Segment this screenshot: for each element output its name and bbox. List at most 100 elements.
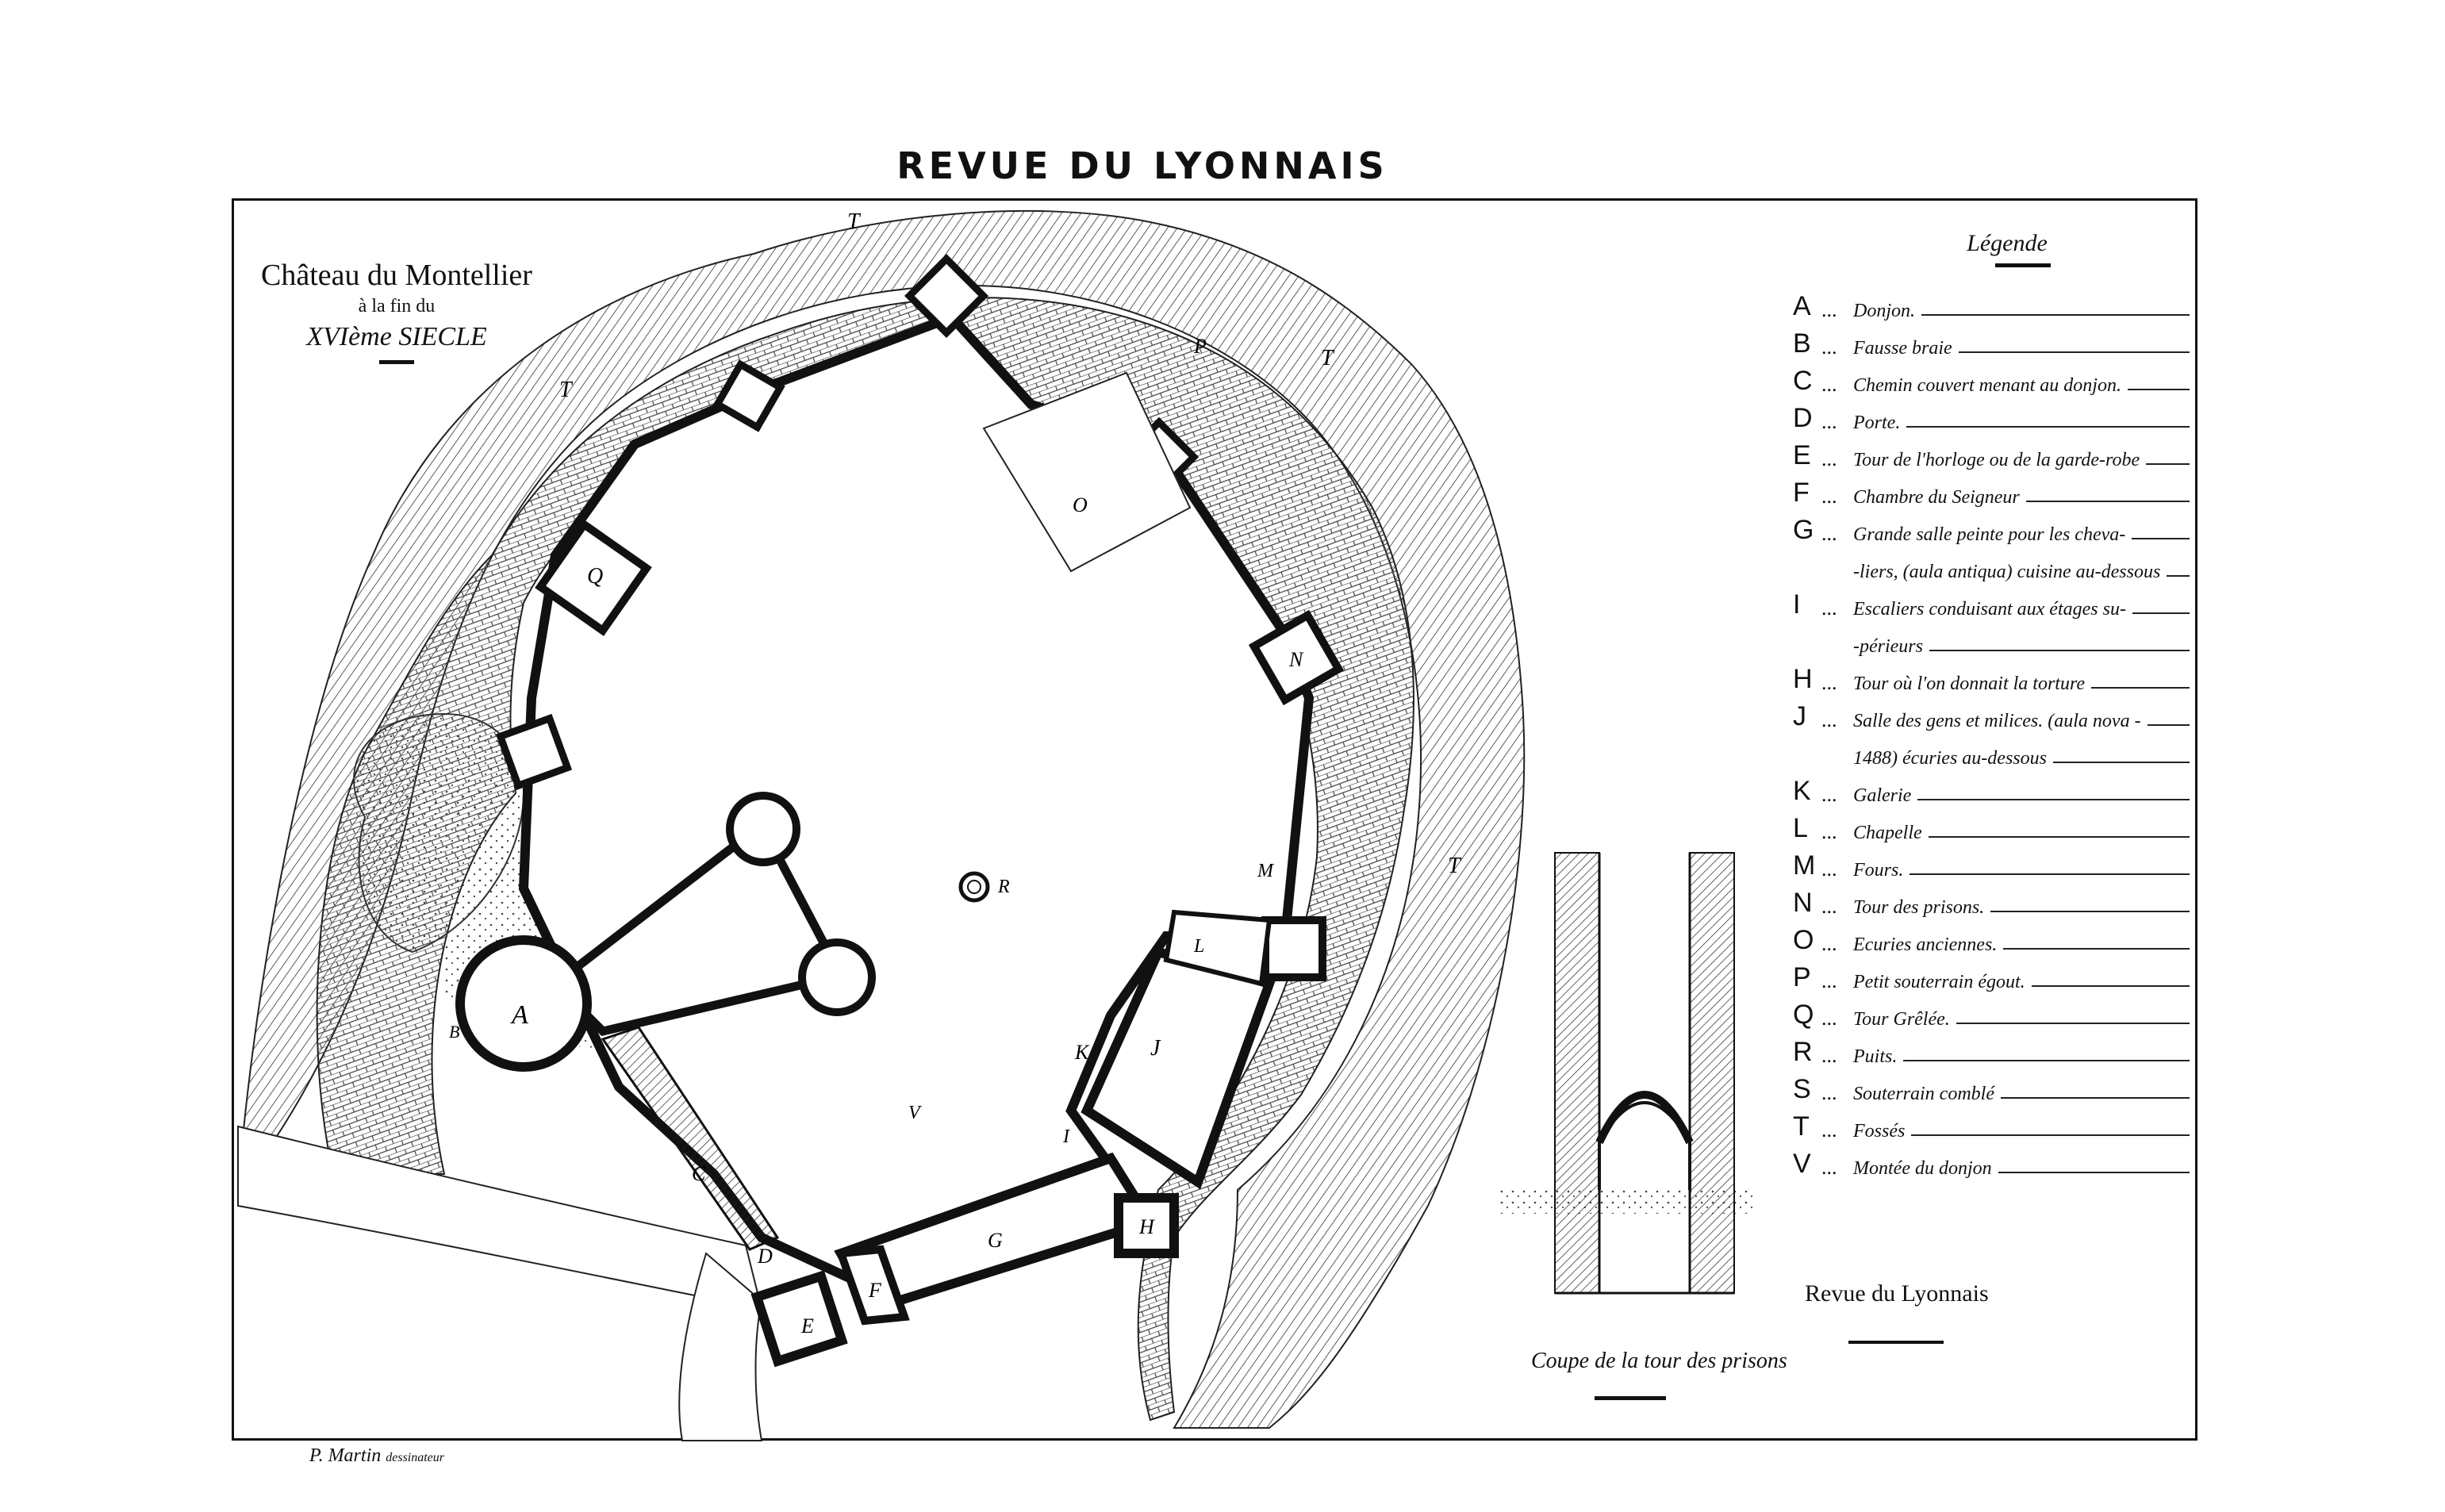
- legend-leader-dots: ...: [1821, 373, 1837, 396]
- legend-leader-dots: ...: [1821, 298, 1837, 321]
- legend-text: Donjon.: [1853, 301, 1915, 321]
- legend-rule: [1929, 650, 2190, 651]
- legend-item: B...Fausse braie: [1793, 322, 2190, 359]
- legend-key: K: [1793, 776, 1811, 806]
- legend-leader-dots: ...: [1821, 1156, 1837, 1179]
- tower-n: [1248, 609, 1345, 706]
- legend-leader-dots: ...: [1821, 932, 1837, 955]
- plan-title-line1: Château du Montellier: [261, 259, 532, 292]
- legend-rule: [2147, 724, 2190, 726]
- legend-key: F: [1793, 478, 1810, 508]
- legend-rule: [2091, 687, 2190, 689]
- legend-item: O...Ecuries anciennes.: [1793, 919, 2190, 956]
- legend-title-rule: [1995, 263, 2051, 267]
- legend-text: Porte.: [1853, 413, 1901, 433]
- legend-leader-dots: ...: [1821, 969, 1837, 992]
- legend-item: F...Chambre du Seigneur: [1793, 471, 2190, 508]
- plan-label-b: B: [449, 1022, 459, 1042]
- tower-e: [750, 1270, 848, 1368]
- legend-key: E: [1793, 440, 1811, 470]
- moat-outer: [236, 209, 1526, 1429]
- legend-item: Q...Tour Grêlée.: [1793, 993, 2190, 1030]
- publisher-credit: Revue du Lyonnais: [1805, 1280, 1989, 1307]
- legend-rule: [2025, 501, 2190, 502]
- legend-item: G...Grande salle peinte pour les cheva-: [1793, 508, 2190, 546]
- plan-label-d: D: [757, 1245, 773, 1268]
- tower-upper-left: [712, 359, 785, 432]
- legend-key: M: [1793, 850, 1816, 881]
- caption-rule: [1595, 1396, 1666, 1400]
- donjon-tower-a: [455, 935, 592, 1072]
- plan-label-q: Q: [587, 564, 603, 589]
- legend-leader-dots: ...: [1821, 522, 1837, 545]
- plan-label-p: P: [1193, 335, 1207, 358]
- prison-tower-section: [1499, 852, 1753, 1295]
- legend-leader-dots: ...: [1821, 1081, 1837, 1104]
- credit-rule: [1848, 1341, 1944, 1344]
- legend-item-continuation: -périeurs: [1793, 620, 2190, 658]
- legend-leader-dots: ...: [1821, 1007, 1837, 1030]
- legend-text: Montée du donjon: [1853, 1158, 1992, 1179]
- legend-item: H...Tour où l'on donnait la torture: [1793, 658, 2190, 695]
- legend-rule: [1958, 351, 2190, 353]
- legend-key: I: [1793, 589, 1801, 620]
- legend-item: D... Porte.: [1793, 397, 2190, 434]
- legend-rule: [1917, 799, 2190, 800]
- tower-q: [535, 519, 652, 636]
- legend-key: R: [1793, 1037, 1813, 1067]
- legend-text: Tour de l'horloge ou de la garde-robe: [1853, 450, 2140, 470]
- tower-m: [1261, 916, 1326, 981]
- legend-item: S...Souterrain comblé: [1793, 1068, 2190, 1105]
- legend-key: Q: [1793, 1000, 1814, 1030]
- legend-item: C...Chemin couvert menant au donjon.: [1793, 359, 2190, 397]
- plan-label-f: F: [868, 1279, 882, 1302]
- legend-key: V: [1793, 1149, 1811, 1179]
- legend-item: L...Chapelle: [1793, 807, 2190, 844]
- old-stables: [982, 371, 1192, 573]
- chapel-l: [1163, 909, 1272, 987]
- covered-way: [601, 1026, 780, 1251]
- legend-text: Tour des prisons.: [1853, 897, 1985, 918]
- legend-text: Fausse braie: [1853, 338, 1952, 359]
- plan-label-t-left: T: [559, 378, 574, 402]
- legend-leader-dots: ...: [1821, 410, 1837, 433]
- legend-rule: [1921, 314, 2190, 316]
- legend-text: Ecuries anciennes.: [1853, 934, 1998, 955]
- section-caption: Coupe de la tour des prisons: [1531, 1349, 1787, 1373]
- legend-key: P: [1793, 962, 1811, 992]
- tower-top: [904, 253, 989, 339]
- legend-leader-dots: ...: [1821, 1044, 1837, 1067]
- legend-rule: [2167, 575, 2190, 577]
- plan-label-j: J: [1150, 1036, 1161, 1061]
- plan-label-t-lower-right: T: [1448, 854, 1462, 878]
- legend-item: R...Puits.: [1793, 1030, 2190, 1068]
- plan-label-g: G: [988, 1229, 1003, 1252]
- legend-leader-dots: ...: [1821, 783, 1837, 806]
- legend-key: S: [1793, 1074, 1811, 1104]
- legend-item: P... Petit souterrain égout.: [1793, 956, 2190, 993]
- legend-item-continuation: 1488) écuries au-dessous: [1793, 732, 2190, 769]
- plan-label-t-right: T: [1321, 346, 1335, 370]
- legend-rule: [1906, 426, 2190, 428]
- legend-text: Chapelle: [1853, 823, 1922, 843]
- legend-leader-dots: ...: [1821, 485, 1837, 508]
- legend-key: D: [1793, 403, 1813, 433]
- legend-rule: [2003, 948, 2190, 950]
- plan-title-line3: XVIème SIECLE: [306, 322, 487, 351]
- legend-key: H: [1793, 664, 1813, 694]
- legend-rule: [2146, 463, 2190, 465]
- legend-rule: [2031, 985, 2190, 987]
- legend-rule: [1998, 1172, 2190, 1173]
- legend-text: Petit souterrain égout.: [1853, 972, 2025, 992]
- signature-name: P. Martin: [309, 1445, 382, 1466]
- plan-label-a: A: [510, 1000, 528, 1030]
- legend-text: Galerie: [1853, 785, 1912, 806]
- legend-text: Fossés: [1853, 1121, 1906, 1142]
- legend-leader-dots: ...: [1821, 895, 1837, 918]
- signature-role: dessinateur: [386, 1451, 445, 1464]
- legend-rule: [2052, 762, 2190, 763]
